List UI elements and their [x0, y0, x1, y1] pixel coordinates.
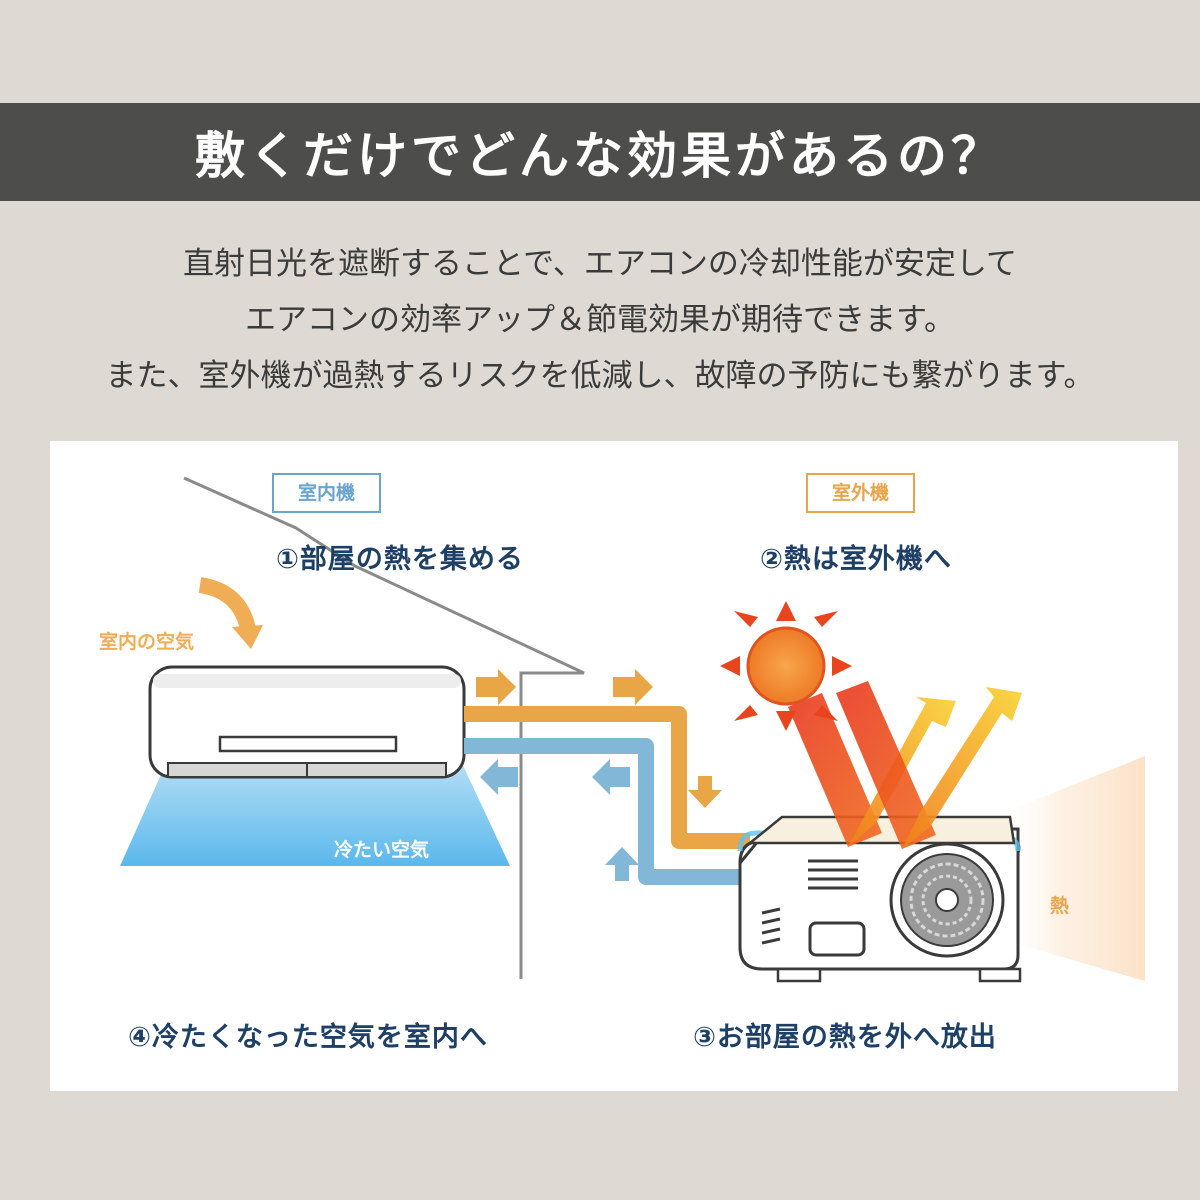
indoor-air-arrow [198, 577, 256, 632]
aircon-diagram [120, 476, 1145, 983]
step-2-label: ②熱は室外機へ [760, 544, 952, 575]
warm-arrow-1 [476, 669, 516, 705]
intro-line-2: エアコンの効率アップ＆節電効果が期待できます。 [245, 302, 955, 338]
warm-arrow-2 [613, 669, 653, 705]
warm-arrow-down [688, 776, 722, 808]
intro-line-1: 直射日光を遮断することで、エアコンの冷却性能が安定して [183, 246, 1017, 282]
title-band: 敷くだけでどんな効果があるの？ [0, 103, 1200, 201]
cold-air-label: 冷たい空気 [334, 839, 430, 861]
cool-pipe [464, 738, 750, 885]
diagram-panel: 室内機 室外機 ①部屋の熱を集める ②熱は室外機へ ③お部屋の熱を外へ放出 ④冷… [50, 441, 1178, 1091]
wall-roof [295, 526, 585, 979]
outdoor-unit-label: 室外機 [806, 473, 916, 513]
sun-beam-3 [836, 681, 936, 849]
heat-label: 熱 [1050, 895, 1070, 917]
sun-beam-4 [902, 687, 1022, 849]
indoor-unit [148, 665, 466, 779]
page-title: 敷くだけでどんな効果があるの？ [195, 127, 1005, 185]
warm-pipe [464, 706, 750, 849]
cool-arrow-up [605, 847, 639, 881]
outdoor-unit [737, 815, 1022, 983]
heat-glow [1000, 756, 1145, 981]
sun-icon [720, 601, 852, 731]
cool-arrow-2 [592, 759, 630, 795]
step-4-label: ④冷たくなった空気を室内へ [128, 1022, 488, 1053]
step-1-label: ①部屋の熱を集める [276, 544, 524, 575]
sun-beam-1 [788, 693, 882, 847]
cold-air-stream [120, 759, 510, 866]
intro-line-3: また、室外機が過熱するリスクを低減し、故障の予防にも繋がります。 [105, 358, 1095, 394]
indoor-unit-label: 室内機 [272, 473, 382, 513]
intro-text: 直射日光を遮断することで、エアコンの冷却性能が安定して エアコンの効率アップ＆節… [0, 236, 1200, 404]
indoor-air-label: 室内の空気 [99, 631, 195, 653]
step-3-label: ③お部屋の熱を外へ放出 [693, 1022, 997, 1053]
cool-arrow-1 [480, 759, 518, 795]
